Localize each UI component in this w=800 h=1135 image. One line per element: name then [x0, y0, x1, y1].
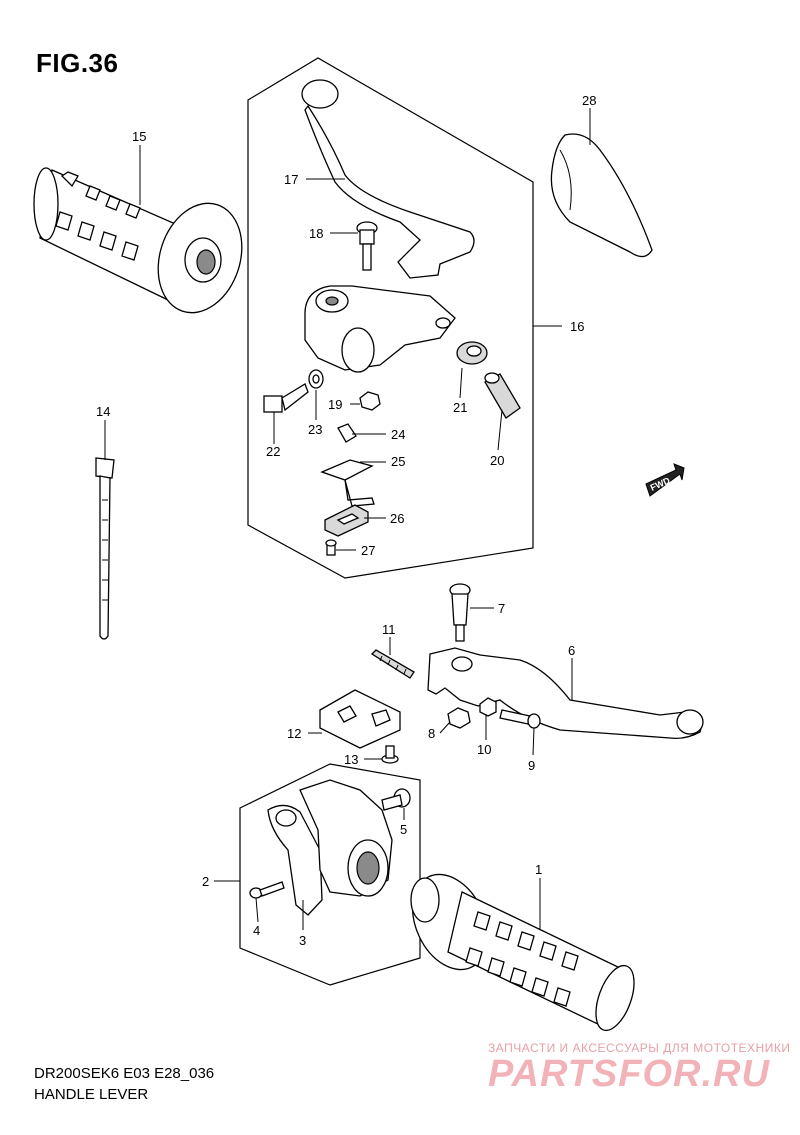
callout-23: 23 [308, 422, 322, 437]
callout-27: 27 [361, 543, 375, 558]
clip-24 [337, 423, 357, 443]
model-code: DR200SEK6 E03 E28_036 [34, 1065, 215, 1082]
screw-13 [381, 745, 399, 764]
callout-13: 13 [344, 752, 358, 767]
grip-right [410, 873, 635, 1032]
lever-cover [550, 133, 653, 258]
watermark-logo: PARTSFOR.RU [488, 1053, 770, 1095]
callout-22: 22 [266, 444, 280, 459]
callout-8: 8 [428, 726, 435, 741]
callout-10: 10 [477, 742, 491, 757]
callout-28: 28 [582, 93, 596, 108]
brake-pivot-bolt [449, 583, 471, 642]
leader-lines [104, 108, 591, 930]
switch-housing-upper [299, 779, 393, 897]
callout-14: 14 [96, 404, 110, 419]
switch-housing-lower [267, 804, 323, 916]
callout-4: 4 [253, 923, 260, 938]
screw-27 [325, 539, 337, 556]
fwd-badge-text: FWD [649, 475, 672, 493]
grip-left [33, 167, 243, 314]
lever-bracket [304, 285, 456, 373]
fwd-arrow-icon [645, 463, 685, 497]
brake-lever [427, 647, 704, 740]
callout-21: 21 [453, 400, 467, 415]
callout-17: 17 [284, 172, 298, 187]
screw-4 [249, 881, 285, 899]
switch-26 [324, 504, 369, 537]
clutch-lever [301, 79, 475, 279]
callout-1: 1 [535, 862, 542, 877]
switch-plate [320, 459, 375, 507]
callout-12: 12 [287, 726, 301, 741]
callout-15: 15 [132, 129, 146, 144]
watermark-subtitle: ЗАПЧАСТИ И АКСЕССУАРЫ ДЛЯ МОТОТЕХНИКИ [488, 1041, 791, 1055]
bracket-bolt [263, 383, 309, 413]
cable-tie [95, 457, 115, 640]
figure-caption: HANDLE LEVER [34, 1086, 149, 1103]
callout-24: 24 [391, 427, 405, 442]
callout-25: 25 [391, 454, 405, 469]
nut-10 [479, 697, 497, 717]
upper-assembly-outline [247, 57, 534, 579]
brake-switch [319, 689, 401, 749]
adjuster-nut [456, 341, 488, 365]
washer [308, 369, 324, 389]
callout-6: 6 [568, 643, 575, 658]
bolt-9 [499, 709, 541, 729]
callout-26: 26 [390, 511, 404, 526]
callout-16: 16 [570, 319, 584, 334]
callout-2: 2 [202, 874, 209, 889]
adjuster-bolt [484, 372, 521, 419]
figure-title: FIG.36 [36, 48, 119, 78]
callout-19: 19 [328, 397, 342, 412]
callout-9: 9 [528, 758, 535, 773]
nut-19 [359, 391, 381, 411]
screw-5 [381, 788, 411, 811]
spring [370, 649, 415, 679]
callout-20: 20 [490, 453, 504, 468]
callout-7: 7 [498, 601, 505, 616]
callout-5: 5 [400, 822, 407, 837]
callout-3: 3 [299, 933, 306, 948]
switch-assembly-outline [239, 763, 421, 986]
pivot-bolt [356, 221, 378, 271]
nut-8 [447, 707, 471, 729]
callout-18: 18 [309, 226, 323, 241]
callout-11: 11 [382, 622, 396, 637]
